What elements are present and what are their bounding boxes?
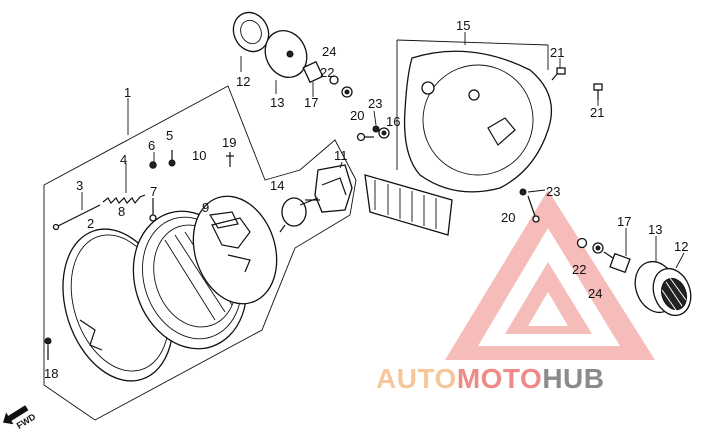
screw-20a bbox=[356, 132, 374, 142]
holder-17-upper bbox=[302, 60, 324, 84]
part-label-1: 1 bbox=[124, 85, 131, 100]
spring-clip-9 bbox=[209, 211, 239, 229]
bulb-14 bbox=[279, 197, 319, 233]
nut-6 bbox=[149, 161, 157, 169]
holder-17-lower bbox=[603, 251, 631, 274]
reflector-13-upper bbox=[264, 30, 308, 78]
lens-12-lower bbox=[652, 267, 692, 317]
part-label-4: 4 bbox=[120, 152, 127, 167]
part-label-18: 18 bbox=[44, 366, 58, 381]
part-label-24-upper: 24 bbox=[322, 44, 336, 59]
part-label-15: 15 bbox=[456, 18, 470, 33]
watermark-auto: AUTOMOTOHUB bbox=[376, 363, 604, 394]
part-label-10: 10 bbox=[192, 148, 206, 163]
assembly-outline bbox=[43, 85, 357, 421]
fwd-arrow: FWD bbox=[3, 405, 38, 431]
part-label-5: 5 bbox=[166, 128, 173, 143]
part-label-21-lower: 21 bbox=[590, 105, 604, 120]
part-label-17-lower: 17 bbox=[617, 214, 631, 229]
adjuster-7 bbox=[149, 198, 157, 222]
part-label-13-lower: 13 bbox=[648, 222, 662, 237]
part-label-22-lower: 22 bbox=[572, 262, 586, 277]
nut-24-upper bbox=[341, 86, 353, 98]
part-label-12-upper: 12 bbox=[236, 74, 250, 89]
screw-21b bbox=[593, 83, 603, 100]
watermark-text: AUTOMOTOHUB bbox=[376, 363, 604, 394]
part-label-23-upper: 23 bbox=[368, 96, 382, 111]
part-label-14: 14 bbox=[270, 178, 284, 193]
nut-24-lower bbox=[592, 242, 604, 254]
part-label-24-lower: 24 bbox=[588, 286, 602, 301]
washer-23a bbox=[372, 125, 380, 133]
part-label-3: 3 bbox=[76, 178, 83, 193]
part-label-9: 9 bbox=[202, 200, 209, 215]
part-label-20-lower: 20 bbox=[501, 210, 515, 225]
spring-4 bbox=[102, 194, 146, 205]
leader-lines bbox=[81, 32, 685, 269]
washer-22-lower bbox=[576, 237, 588, 249]
part-label-20-upper: 20 bbox=[350, 108, 364, 123]
part-label-12-lower: 12 bbox=[674, 239, 688, 254]
part-label-7: 7 bbox=[150, 184, 157, 199]
part-label-11: 11 bbox=[334, 148, 348, 163]
screw-19 bbox=[226, 152, 234, 167]
screw-20b bbox=[527, 195, 540, 223]
washer-23b bbox=[519, 188, 527, 196]
headlight-case bbox=[403, 50, 552, 193]
part-label-16: 16 bbox=[386, 114, 400, 129]
grommet-16 bbox=[378, 127, 390, 139]
part-label-8: 8 bbox=[118, 204, 125, 219]
part-label-13-upper: 13 bbox=[270, 95, 284, 110]
part-label-21-upper: 21 bbox=[550, 45, 564, 60]
screw-21a bbox=[551, 67, 566, 81]
nut-5 bbox=[168, 150, 176, 167]
screw-3 bbox=[52, 204, 101, 231]
watermark-logo bbox=[445, 190, 655, 360]
washer-22-upper bbox=[329, 75, 339, 85]
socket-11 bbox=[305, 164, 353, 213]
part-label-2: 2 bbox=[87, 216, 94, 231]
part-label-17-upper: 17 bbox=[304, 95, 318, 110]
part-label-19: 19 bbox=[222, 135, 236, 150]
cover-outline bbox=[396, 39, 549, 170]
part-label-23-lower: 23 bbox=[546, 184, 560, 199]
part-labels: 1 2 3 4 5 6 7 8 9 10 11 12 12 13 13 14 1… bbox=[44, 18, 688, 381]
part-label-6: 6 bbox=[148, 138, 155, 153]
wire-connector-block bbox=[364, 174, 453, 236]
screw-18 bbox=[44, 337, 52, 360]
part-label-22-upper: 22 bbox=[320, 65, 334, 80]
cap-12-upper bbox=[232, 11, 270, 53]
